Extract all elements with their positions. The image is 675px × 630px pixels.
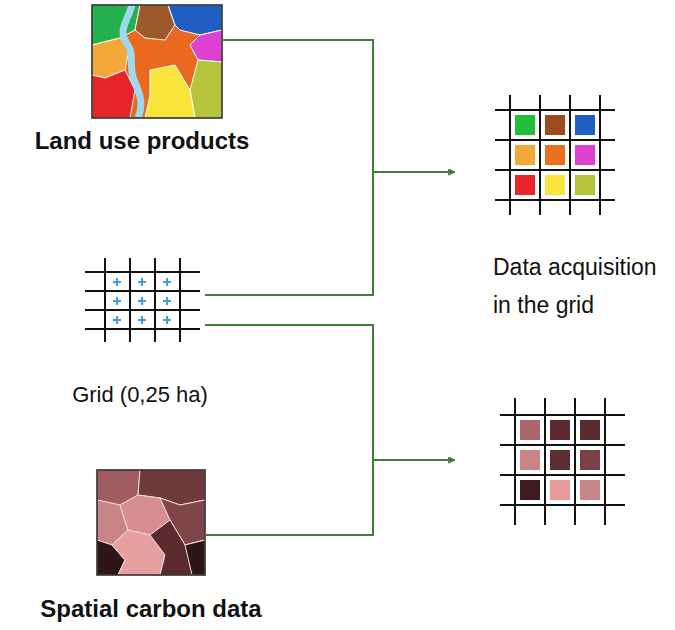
carbon-grid-lines [500, 398, 625, 525]
grid-icon [85, 258, 200, 342]
land-use-map [92, 5, 222, 118]
flow-connector [205, 325, 455, 460]
carbon-grid [455, 393, 630, 530]
land-use-grid: Data acquisition in the grid [455, 90, 620, 220]
plus-mark [116, 316, 118, 324]
node-label: Data acquisition in the grid [493, 248, 658, 324]
plus-mark [166, 297, 168, 305]
carbon-grid-cells [520, 420, 600, 500]
land-use-grid-cells [515, 115, 595, 195]
plus-mark [141, 316, 143, 324]
flow-connector [205, 460, 455, 535]
plus-mark [116, 278, 118, 286]
node-label: Grid (0,25 ha) [20, 381, 260, 409]
carbon-frame [97, 470, 205, 575]
flow-connector [222, 40, 455, 172]
plus-mark [141, 297, 143, 305]
grid-points [113, 278, 171, 324]
grid-icon: Grid (0,25 ha) [85, 255, 205, 345]
plus-mark [166, 278, 168, 286]
node-label: Land use products [7, 126, 277, 156]
carbon-icon: Spatial carbon data [97, 470, 205, 575]
map-frame [92, 5, 222, 118]
land-use-icon: Land use products [92, 5, 222, 118]
plus-mark [141, 278, 143, 286]
land-use-grid-lines [495, 95, 615, 215]
plus-mark [166, 316, 168, 324]
node-label: Spatial carbon data [6, 594, 296, 624]
plus-mark [116, 297, 118, 305]
flow-connector [205, 172, 455, 295]
carbon-map [97, 470, 205, 575]
